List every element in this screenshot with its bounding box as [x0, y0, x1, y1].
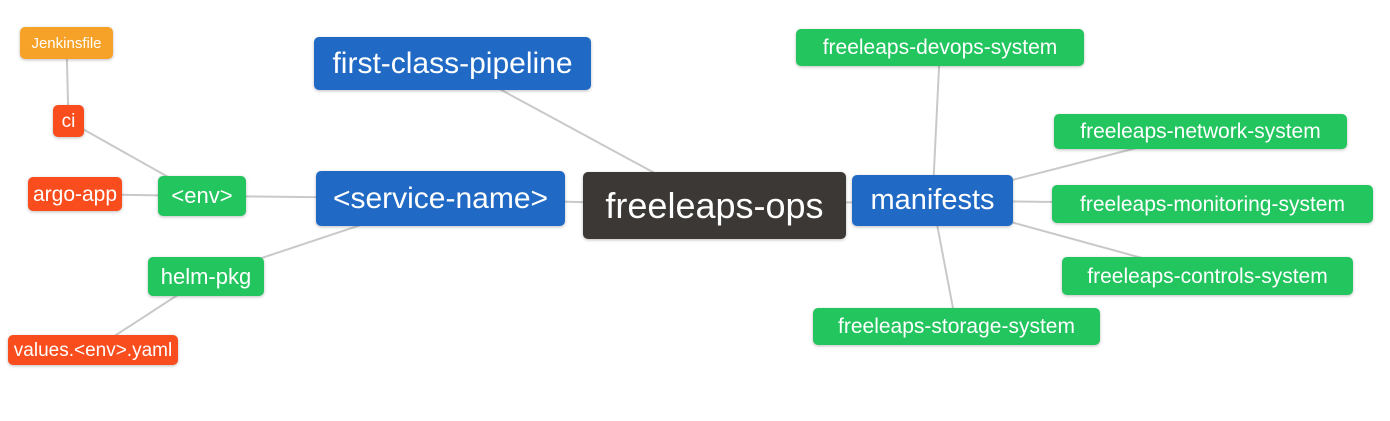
node-freeleaps-network-system[interactable]: freeleaps-network-system: [1054, 114, 1347, 149]
node-values-env-yaml[interactable]: values.<env>.yaml: [8, 335, 178, 365]
node-helm-pkg[interactable]: helm-pkg: [148, 257, 264, 296]
node-freeleaps-monitoring-system[interactable]: freeleaps-monitoring-system: [1052, 185, 1373, 223]
node-freeleaps-ops[interactable]: freeleaps-ops: [583, 172, 846, 239]
node-env[interactable]: <env>: [158, 176, 246, 216]
node-freeleaps-devops-system[interactable]: freeleaps-devops-system: [796, 29, 1084, 66]
node-ci[interactable]: ci: [53, 105, 84, 137]
node-freeleaps-controls-system[interactable]: freeleaps-controls-system: [1062, 257, 1353, 295]
node-service-name[interactable]: <service-name>: [316, 171, 565, 226]
node-manifests[interactable]: manifests: [852, 175, 1013, 226]
node-freeleaps-storage-system[interactable]: freeleaps-storage-system: [813, 308, 1100, 345]
node-first-class-pipeline[interactable]: first-class-pipeline: [314, 37, 591, 90]
node-argo-app[interactable]: argo-app: [28, 177, 122, 211]
node-jenkinsfile[interactable]: Jenkinsfile: [20, 27, 113, 59]
